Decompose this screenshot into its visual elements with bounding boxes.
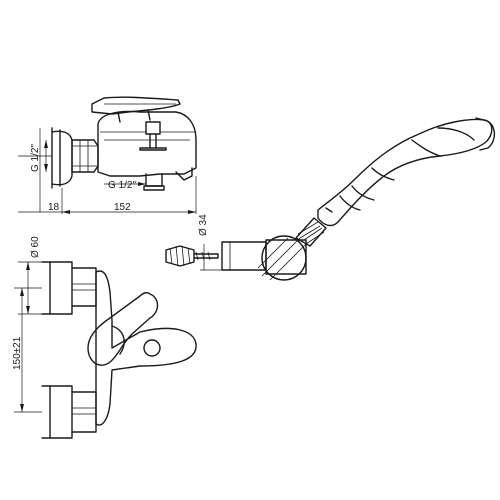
front-mixer-body [95, 270, 197, 426]
dim-arrow [26, 306, 30, 314]
dim-arrow [26, 262, 30, 270]
side-wall-flange [51, 127, 73, 189]
wall-anchor-screw [165, 245, 219, 267]
side-spout-outlet [143, 167, 193, 191]
dim-length: 152 [114, 202, 131, 213]
front-lever-handle [87, 291, 159, 366]
side-view: G 1/2" G 1/2" 18 152 [18, 96, 197, 214]
dim-wall-offset: 18 [48, 202, 60, 213]
front-upper-flange [41, 261, 97, 315]
dim-front-diameter: Ø 60 [30, 236, 41, 258]
front-view: Ø 60 150±21 [12, 236, 197, 439]
dim-thread-inlet: G 1/2" [30, 144, 41, 172]
dim-arrow [20, 404, 24, 412]
shower-holder: Ø 34 [198, 214, 307, 281]
dim-arrow [44, 140, 48, 148]
front-lower-flange [41, 385, 97, 439]
dim-arrow [62, 210, 70, 214]
dim-arrow [138, 182, 146, 186]
side-hex-nut [71, 139, 99, 173]
dim-arrow [44, 164, 48, 172]
dim-arrow [20, 288, 24, 296]
hand-shower [317, 117, 495, 227]
dim-holder-diameter: Ø 34 [198, 214, 209, 236]
dim-arrow [188, 210, 196, 214]
side-diverter-knob [139, 121, 167, 151]
dim-thread-outlet: G 1/2" [108, 180, 136, 191]
side-mixer-body [91, 96, 197, 177]
dim-front-center-distance: 150±21 [12, 336, 23, 370]
